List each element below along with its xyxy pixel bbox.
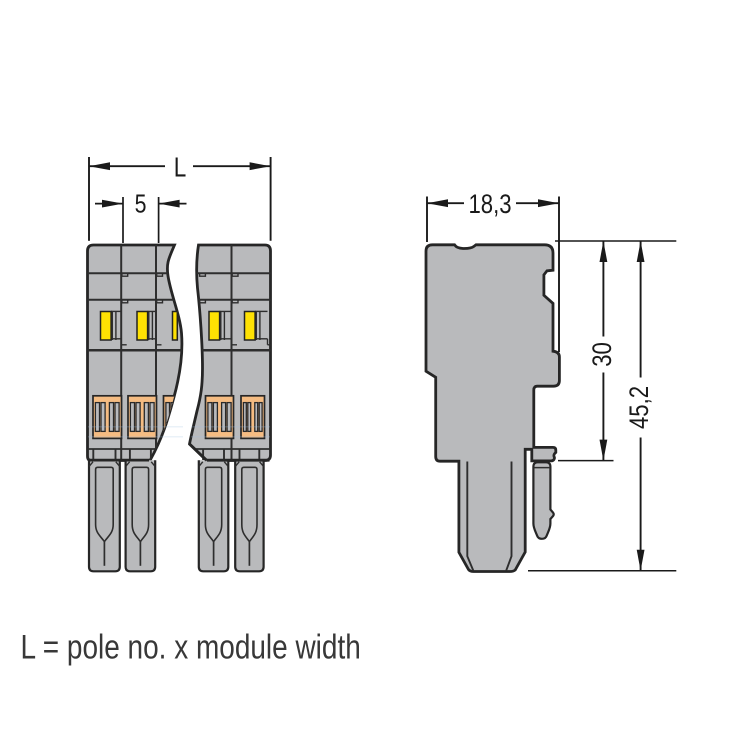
svg-text:30: 30 <box>588 342 618 367</box>
svg-text:18,3: 18,3 <box>468 190 511 220</box>
svg-text:45,2: 45,2 <box>625 386 655 429</box>
svg-text:5: 5 <box>135 190 147 220</box>
svg-text:L = pole no. x module width: L = pole no. x module width <box>21 628 361 666</box>
svg-text:L: L <box>174 152 187 183</box>
